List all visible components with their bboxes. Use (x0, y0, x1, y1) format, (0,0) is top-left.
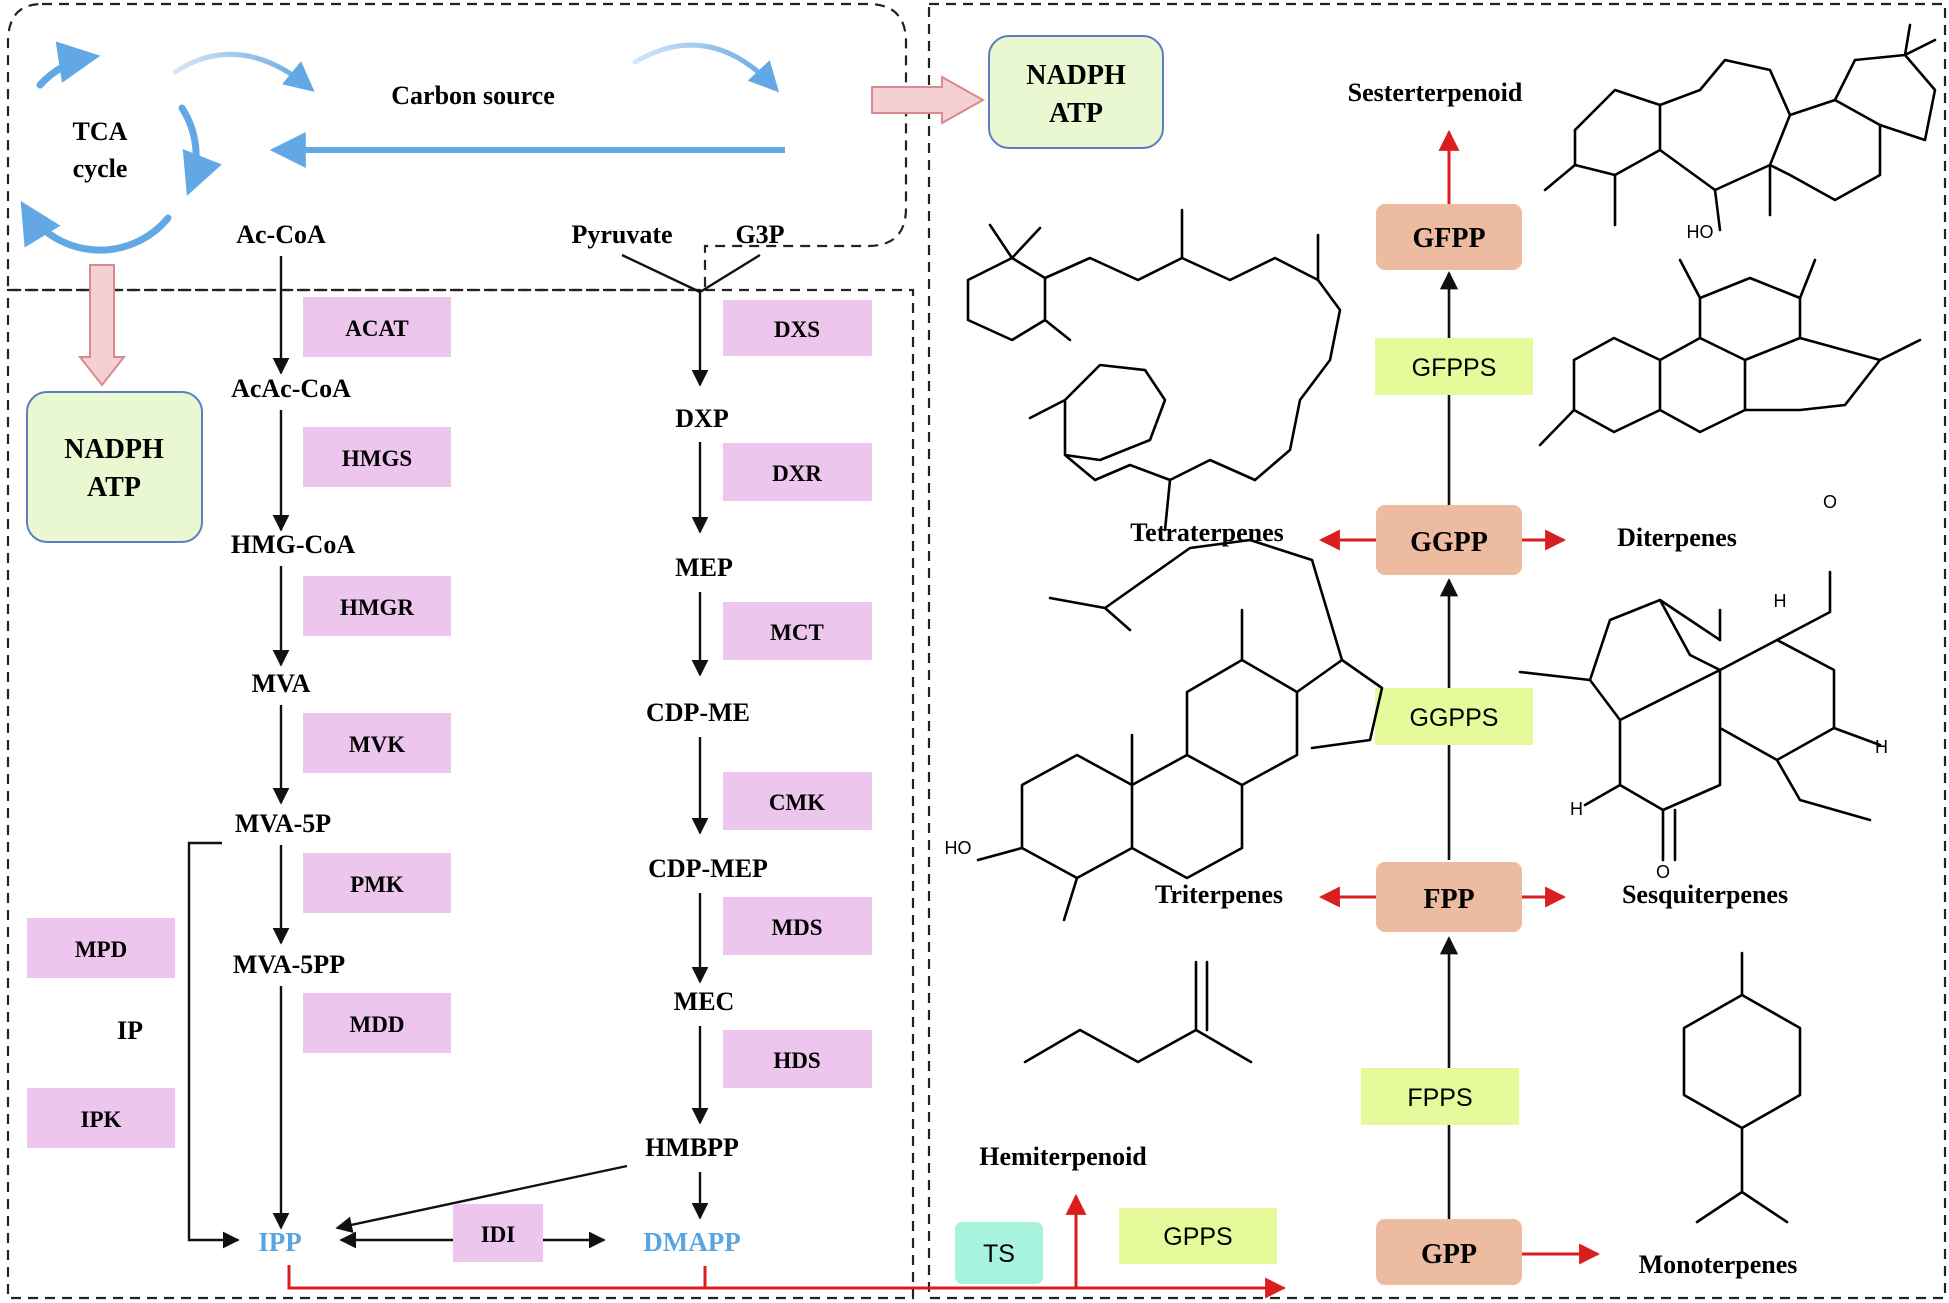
precursor-gpp: GPP (1421, 1239, 1477, 1270)
tca-cycle-icon (20, 41, 222, 254)
enzyme-ipk: IPK (81, 1107, 122, 1132)
ipp-dmapp-to-downstream (287, 1193, 1287, 1299)
enzyme-fpps: FPPS (1407, 1084, 1472, 1112)
mva-start-acetyl-coa: Ac-CoA (236, 220, 326, 249)
mva-enzymes: ACAT HMGS HMGR MVK PMK MDD (303, 297, 451, 1053)
block-arrow-down-icon (77, 264, 127, 387)
artemisinin-structure: H H H O (1518, 570, 1888, 882)
carbon-flow-arrows (172, 42, 780, 93)
hydroxyl-label-triterpene: HO (945, 838, 972, 858)
enzyme-hds: HDS (773, 1048, 820, 1073)
precursor-fpp: FPP (1423, 884, 1474, 915)
precursor-ggpp: GGPP (1410, 527, 1488, 558)
oxygen-label-diterpene: O (1823, 492, 1837, 512)
carbon-source-label: Carbon source (391, 81, 554, 110)
mva-pathway: Ac-CoA AcAc-CoA HMG-CoA MVA MVA-5P MVA-5… (231, 220, 355, 979)
cofactor-top-line2: ATP (1049, 98, 1103, 129)
mep-metabolite-cdp-mep: CDP-MEP (648, 854, 768, 883)
enzyme-mpd: MPD (75, 937, 127, 962)
tca-label-line1: TCA (73, 117, 128, 146)
label-sesterterpenoid: Sesterterpenoid (1348, 78, 1523, 107)
tca-label-line2: cycle (73, 154, 128, 183)
tetraterpene-structure (966, 208, 1342, 532)
diterpene-structure: O (1538, 258, 1922, 512)
cofactor-left-line2: ATP (87, 472, 141, 503)
branch-arrows (1318, 129, 1601, 1265)
enzyme-hmgr: HMGR (340, 595, 414, 620)
mva-metabolite-mva: MVA (252, 669, 311, 698)
mep-pathway: Pyruvate G3P DXP MEP CDP-ME CDP-MEP MEC … (571, 220, 784, 1162)
mep-metabolite-cdp-me: CDP-ME (646, 698, 750, 727)
label-sesquiterpenes: Sesquiterpenes (1622, 880, 1788, 909)
cofactor-box-top: NADPH ATP (988, 35, 1164, 149)
enzyme-acat: ACAT (345, 316, 408, 341)
mva-metabolite-mva-5p: MVA-5P (235, 809, 331, 838)
triterpene-structure: HO (945, 538, 1384, 922)
enzyme-gpps: GPPS (1163, 1223, 1232, 1251)
enzyme-pmk: PMK (350, 872, 404, 897)
enzyme-gfpps: GFPPS (1412, 354, 1497, 382)
bypass-connector (187, 841, 240, 1249)
label-diterpenes: Diterpenes (1617, 523, 1737, 552)
curved-arrow-left (172, 51, 315, 92)
precursor-gfpp: GFPP (1412, 223, 1485, 254)
mep-metabolite-hmbpp: HMBPP (645, 1133, 739, 1162)
cofactor-box-left: NADPH ATP (26, 391, 203, 543)
mep-metabolite-mec: MEC (674, 987, 735, 1016)
mva-metabolite-hmg-coa: HMG-CoA (231, 530, 355, 559)
mep-metabolite-dxp: DXP (675, 404, 729, 433)
cofactor-left-line1: NADPH (64, 434, 164, 465)
mep-metabolite-mep: MEP (675, 553, 733, 582)
menthane-structure (1682, 951, 1802, 1224)
label-monoterpenes: Monoterpenes (1639, 1250, 1798, 1279)
carbon-source-frame (6, 2, 908, 292)
enzyme-cmk: CMK (769, 790, 825, 815)
hydrogen-label-2: H (1875, 737, 1888, 757)
enzyme-hmgs: HMGS (342, 446, 412, 471)
gpps-box (1119, 1208, 1277, 1264)
isoprene-structure (1023, 960, 1253, 1064)
mep-substrate-pyruvate: Pyruvate (571, 220, 672, 249)
ts-box (955, 1222, 1043, 1284)
oxygen-label-1: O (1656, 862, 1670, 882)
block-arrow-right-icon (871, 75, 986, 125)
enzyme-mdd: MDD (350, 1012, 405, 1037)
hemiterpenoid-label: Hemiterpenoid (979, 1142, 1147, 1171)
enzyme-mct: MCT (770, 620, 824, 645)
terpene-class-labels: Monoterpenes Sesquiterpenes Triterpenes … (1130, 78, 1797, 1279)
enzyme-mvk: MVK (349, 732, 405, 757)
enzyme-dxr: DXR (772, 461, 822, 486)
mep-enzymes: DXS DXR MCT CMK MDS HDS (723, 300, 872, 1088)
curved-arrow-right (632, 42, 780, 93)
hydrogen-label-1: H (1774, 591, 1787, 611)
mep-arrows (335, 253, 761, 1234)
cofactor-top-line1: NADPH (1026, 60, 1126, 91)
upstream-pathway-frame (6, 288, 915, 1300)
enzyme-dxs: DXS (774, 317, 820, 342)
intermediate-ip: IP (117, 1016, 143, 1045)
mva-metabolite-acac-coa: AcAc-CoA (231, 374, 351, 403)
mva-metabolite-mva-5pp: MVA-5PP (233, 950, 345, 979)
ipp-label: IPP (258, 1227, 302, 1257)
label-triterpenes: Triterpenes (1155, 880, 1283, 909)
dmapp-label: DMAPP (643, 1227, 740, 1257)
hydroxyl-label-sesterterpene: HO (1687, 222, 1714, 242)
sesterterpene-structure: HO (1543, 23, 1937, 242)
precursor-boxes: GPP FPP GGPP GFPP (1376, 204, 1522, 1285)
enzyme-idi: IDI (481, 1222, 516, 1247)
prenyl-enzymes: FPPS GGPPS GFPPS (1361, 338, 1533, 1125)
enzyme-ts: TS (983, 1240, 1015, 1268)
panel-frames (6, 2, 1947, 1300)
mep-substrate-g3p: G3P (735, 220, 784, 249)
hydrogen-label-3: H (1570, 799, 1583, 819)
ip-bypass: MPD IP IPK (27, 841, 240, 1249)
isomerase-box (453, 1204, 543, 1262)
enzyme-ggpps: GGPPS (1410, 704, 1499, 732)
enzyme-mds: MDS (771, 915, 822, 940)
